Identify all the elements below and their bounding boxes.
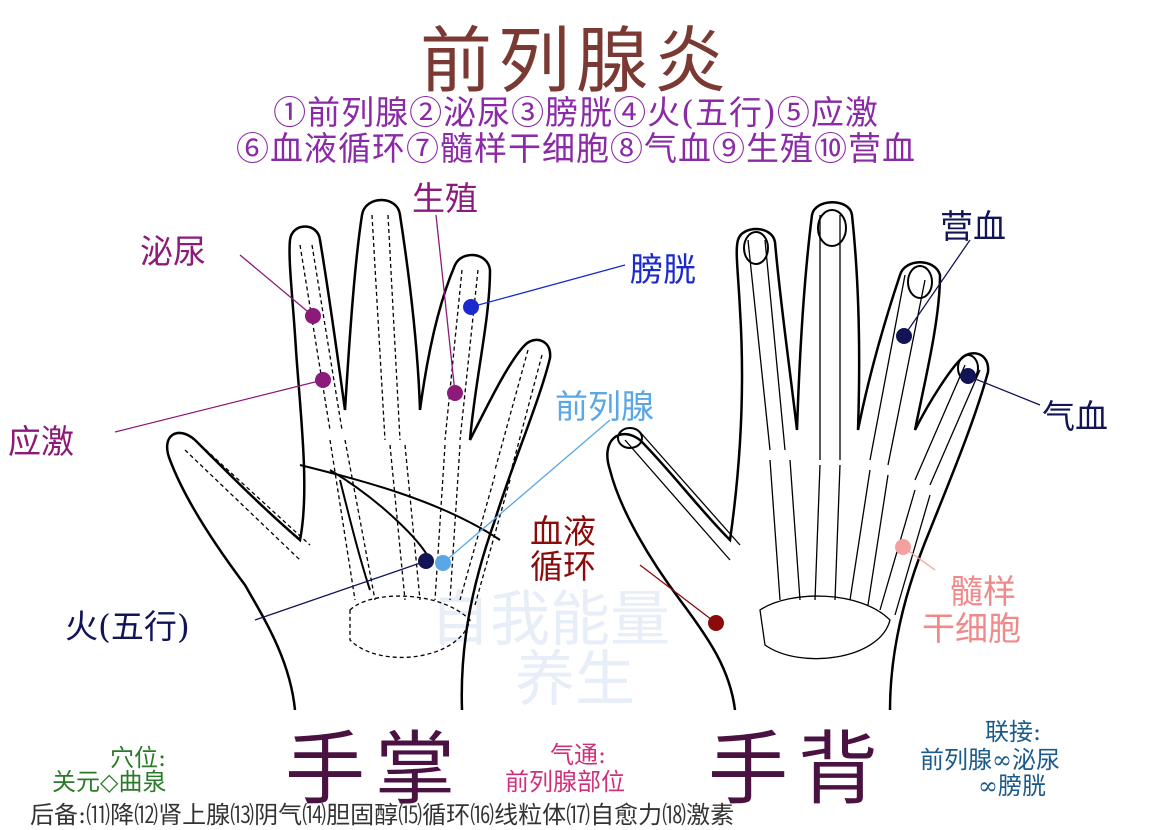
point-miniao — [305, 308, 321, 324]
label-qianliexian: 前列腺 — [555, 387, 654, 426]
legend-line1: ①前列腺②泌尿③膀胱④火(五行)⑤应激 — [273, 93, 879, 132]
label-shengzhi: 生殖 — [412, 179, 478, 218]
point-huo — [418, 553, 434, 569]
palm-lines — [299, 464, 501, 591]
acupoints — [305, 299, 976, 631]
label-suiyang-line1: 髓样 — [950, 572, 1016, 611]
leader-lines — [114, 214, 1041, 624]
label-pangguang: 膀胱 — [630, 250, 696, 289]
caption-palm: 手掌 — [285, 723, 465, 816]
back-nails — [617, 209, 979, 449]
label-huo: 火(五行) — [65, 607, 190, 646]
point-suiyang — [895, 539, 911, 555]
point-pangguang — [463, 299, 479, 315]
watermark-line2: 养生 — [515, 645, 635, 715]
point-qixue — [960, 368, 976, 384]
qitong-value: 前列腺部位 — [505, 768, 625, 796]
label-qixue: 气血 — [1042, 397, 1108, 436]
palm-bones — [184, 214, 543, 659]
caption-back: 手背 — [708, 723, 888, 816]
legend-line2: ⑥血液循环⑦髓样干细胞⑧气血⑨生殖⑩营血 — [236, 129, 916, 168]
back-bones — [624, 215, 981, 660]
point-xueye — [708, 615, 724, 631]
label-xueye-line1: 血液 — [530, 512, 596, 551]
acupoint-value: 关元◇曲泉 — [52, 768, 167, 796]
label-yingxue: 营血 — [940, 207, 1006, 246]
acupoint-label: 穴位: — [110, 744, 167, 772]
point-yingxue — [896, 328, 912, 344]
label-suiyang-line2: 干细胞 — [922, 609, 1021, 648]
label-yingji: 应激 — [8, 422, 74, 461]
qitong-label: 气通: — [550, 741, 607, 769]
page-title: 前列腺炎 — [419, 19, 732, 103]
point-yingji — [315, 372, 331, 388]
lianjie-label: 联接: — [985, 718, 1042, 746]
lianjie-line2: ∞膀胱 — [978, 772, 1046, 800]
lianjie-line1: 前列腺∞泌尿 — [920, 746, 1060, 774]
label-miniao: 泌尿 — [140, 232, 206, 271]
label-xueye-line2: 循环 — [530, 547, 596, 586]
point-qianliexian — [435, 555, 451, 571]
point-shengzhi — [447, 385, 463, 401]
footer-reserve: 后备:⑾降⑿肾上腺⒀阴气⒁胆固醇⒂循环⒃线粒体⒄自愈力⒅激素 — [30, 801, 735, 829]
